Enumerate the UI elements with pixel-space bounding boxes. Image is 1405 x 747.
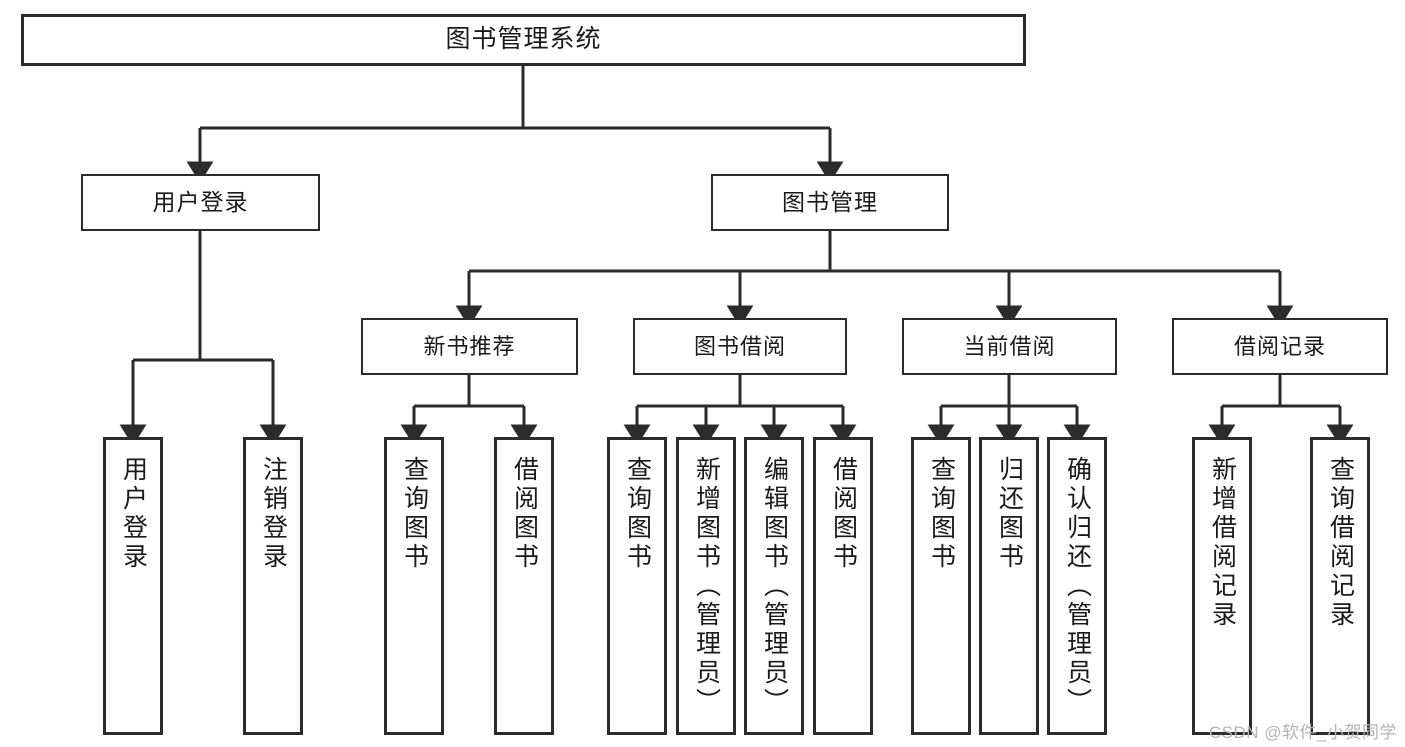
node-leaf-confirm-return[interactable]: 确认归还（管理员） (1047, 437, 1107, 735)
node-leaf-add-book[interactable]: 新增图书（管理员） (676, 437, 736, 735)
node-leaf-edit-book-label: 编辑图书（管理员） (760, 456, 789, 717)
node-book-borrow[interactable]: 图书借阅 (633, 318, 847, 375)
node-leaf-user-login-label: 用户登录 (119, 456, 148, 572)
node-leaf-query-book-1-label: 查询图书 (400, 456, 429, 572)
node-root-label: 图书管理系统 (445, 25, 602, 54)
node-leaf-confirm-return-label: 确认归还（管理员） (1063, 456, 1092, 717)
node-book-borrow-label: 图书借阅 (693, 333, 786, 359)
node-leaf-borrow-book-2[interactable]: 借阅图书 (813, 437, 873, 735)
node-leaf-return-book[interactable]: 归还图书 (979, 437, 1039, 735)
node-leaf-return-book-label: 归还图书 (995, 456, 1024, 572)
node-new-book-rec[interactable]: 新书推荐 (361, 318, 578, 375)
node-leaf-query-book-2[interactable]: 查询图书 (607, 437, 667, 735)
node-book-manage-label: 图书管理 (782, 188, 878, 215)
node-root[interactable]: 图书管理系统 (21, 14, 1026, 66)
node-user-login[interactable]: 用户登录 (81, 174, 320, 231)
node-user-login-label: 用户登录 (152, 188, 249, 215)
node-leaf-query-book-1[interactable]: 查询图书 (384, 437, 444, 735)
node-leaf-query-record[interactable]: 查询借阅记录 (1310, 437, 1370, 735)
node-borrow-record[interactable]: 借阅记录 (1172, 318, 1388, 375)
node-leaf-user-logout[interactable]: 注销登录 (243, 437, 303, 735)
node-borrow-record-label: 借阅记录 (1233, 333, 1326, 359)
node-leaf-add-book-label: 新增图书（管理员） (692, 456, 721, 717)
node-new-book-rec-label: 新书推荐 (423, 333, 516, 359)
node-current-borrow[interactable]: 当前借阅 (902, 318, 1117, 375)
node-leaf-add-record[interactable]: 新增借阅记录 (1192, 437, 1252, 735)
node-leaf-query-record-label: 查询借阅记录 (1326, 456, 1355, 630)
node-leaf-user-login[interactable]: 用户登录 (103, 437, 163, 735)
node-leaf-add-record-label: 新增借阅记录 (1208, 456, 1237, 630)
watermark-text: CSDN @软件_小贺同学 (1208, 723, 1397, 742)
node-current-borrow-label: 当前借阅 (963, 333, 1056, 359)
node-leaf-user-logout-label: 注销登录 (259, 456, 288, 572)
node-book-manage[interactable]: 图书管理 (711, 174, 949, 231)
node-leaf-query-book-2-label: 查询图书 (623, 456, 652, 572)
node-leaf-edit-book[interactable]: 编辑图书（管理员） (744, 437, 804, 735)
node-leaf-query-book-3-label: 查询图书 (927, 456, 956, 572)
node-leaf-query-book-3[interactable]: 查询图书 (911, 437, 971, 735)
node-leaf-borrow-book-1-label: 借阅图书 (510, 456, 539, 572)
node-leaf-borrow-book-1[interactable]: 借阅图书 (494, 437, 554, 735)
node-leaf-borrow-book-2-label: 借阅图书 (829, 456, 858, 572)
